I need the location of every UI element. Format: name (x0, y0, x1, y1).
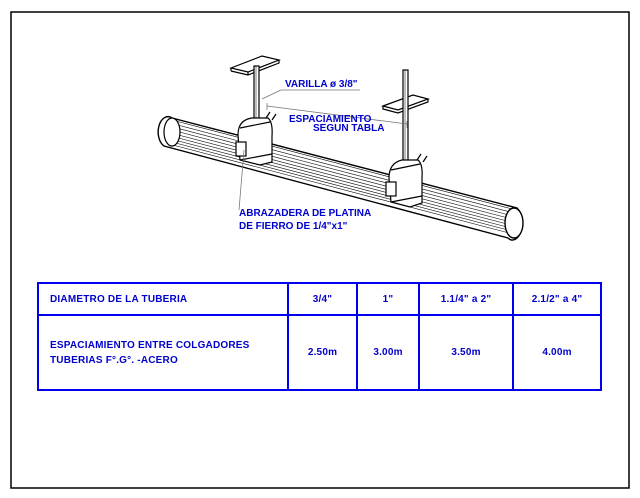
table-row: ESPACIAMIENTO ENTRE COLGADORES TUBERIAS … (37, 314, 602, 391)
spacing-header: ESPACIAMIENTO ENTRE COLGADORES TUBERIAS … (37, 314, 289, 391)
segun-tabla-label: SEGUN TABLA (313, 123, 384, 134)
diameter-cell: 1" (356, 282, 420, 316)
abrazadera-label-line1: ABRAZADERA DE PLATINA (239, 208, 371, 219)
diameter-cell: 3/4" (287, 282, 358, 316)
spacing-cell: 2.50m (287, 314, 358, 391)
diameter-cell: 2.1/2" a 4" (512, 282, 602, 316)
diameter-header: DIAMETRO DE LA TUBERIA (37, 282, 289, 316)
left-hanger (228, 55, 282, 166)
espaciamiento-label: ESPACIAMIENTO (289, 114, 372, 125)
spacing-cell: 3.00m (356, 314, 420, 391)
spacing-header-line1: ESPACIAMIENTO ENTRE COLGADORES (50, 339, 250, 351)
abrazadera-label-line2: DE FIERRO DE 1/4"x1" (239, 221, 348, 232)
right-clamp (388, 159, 423, 208)
drawing-frame (10, 11, 630, 489)
table-row: DIAMETRO DE LA TUBERIA 3/4" 1" 1.1/4" a … (37, 282, 602, 316)
right-hanger (381, 69, 430, 208)
spacing-cell: 4.00m (512, 314, 602, 391)
spacing-cell: 3.50m (418, 314, 514, 391)
diameter-cell: 1.1/4" a 2" (418, 282, 514, 316)
leader-lines (238, 89, 408, 211)
spacing-header-line2: TUBERIAS F°.G°. -ACERO (50, 354, 178, 366)
right-threaded-rod (402, 69, 409, 165)
hanger-spacing-table: DIAMETRO DE LA TUBERIA 3/4" 1" 1.1/4" a … (37, 282, 602, 391)
left-threaded-rod (253, 65, 260, 125)
varilla-label: VARILLA ø 3/8" (285, 79, 358, 90)
